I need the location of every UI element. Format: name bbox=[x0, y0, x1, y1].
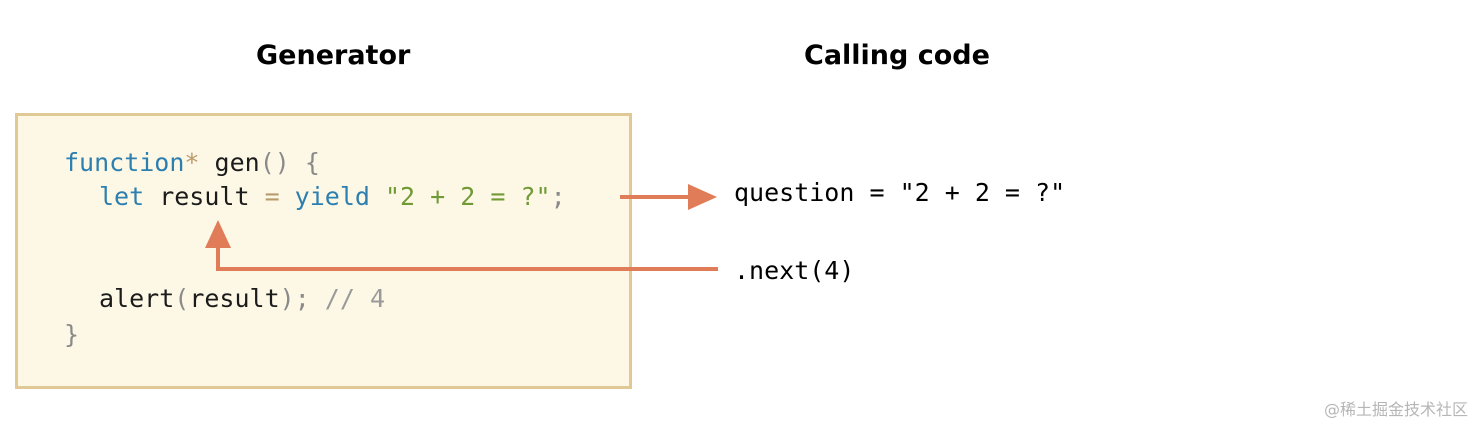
open-brace: { bbox=[289, 148, 320, 177]
question-assignment: question = "2 + 2 = ?" bbox=[734, 178, 1066, 207]
variable-result: result bbox=[144, 182, 250, 211]
generator-star: * bbox=[184, 148, 200, 177]
yield-arrow-head bbox=[688, 184, 717, 210]
generator-heading: Generator bbox=[256, 40, 411, 71]
watermark: @稀土掘金技术社区 bbox=[1323, 400, 1468, 419]
next-call: .next(4) bbox=[734, 256, 855, 285]
next-arrow-head bbox=[205, 220, 231, 248]
function-name: gen bbox=[199, 148, 260, 177]
alert-open-paren: ( bbox=[174, 284, 190, 313]
alert-call: alert bbox=[99, 284, 175, 313]
code-line-function-declaration: function* gen() { bbox=[64, 150, 320, 175]
generator-code-box bbox=[15, 113, 632, 389]
calling-code-heading: Calling code bbox=[804, 40, 990, 71]
code-line-alert: alert(result); // 4 bbox=[99, 286, 385, 311]
close-brace: } bbox=[64, 320, 80, 349]
yield-arrow bbox=[620, 184, 717, 210]
keyword-yield: yield bbox=[279, 182, 370, 211]
yield-string: "2 + 2 = ?" bbox=[369, 182, 551, 211]
keyword-let: let bbox=[99, 182, 145, 211]
next-arrow bbox=[205, 220, 718, 271]
code-line-yield: let result = yield "2 + 2 = ?"; bbox=[99, 184, 566, 209]
function-parens: () bbox=[259, 148, 290, 177]
alert-comment: // 4 bbox=[309, 284, 386, 313]
assign-operator: = bbox=[249, 182, 280, 211]
alert-close: ); bbox=[279, 284, 310, 313]
code-line-close-brace: } bbox=[64, 322, 79, 347]
semicolon: ; bbox=[550, 182, 566, 211]
alert-arg: result bbox=[189, 284, 280, 313]
keyword-function: function bbox=[64, 148, 185, 177]
next-arrow-shaft bbox=[216, 245, 718, 271]
